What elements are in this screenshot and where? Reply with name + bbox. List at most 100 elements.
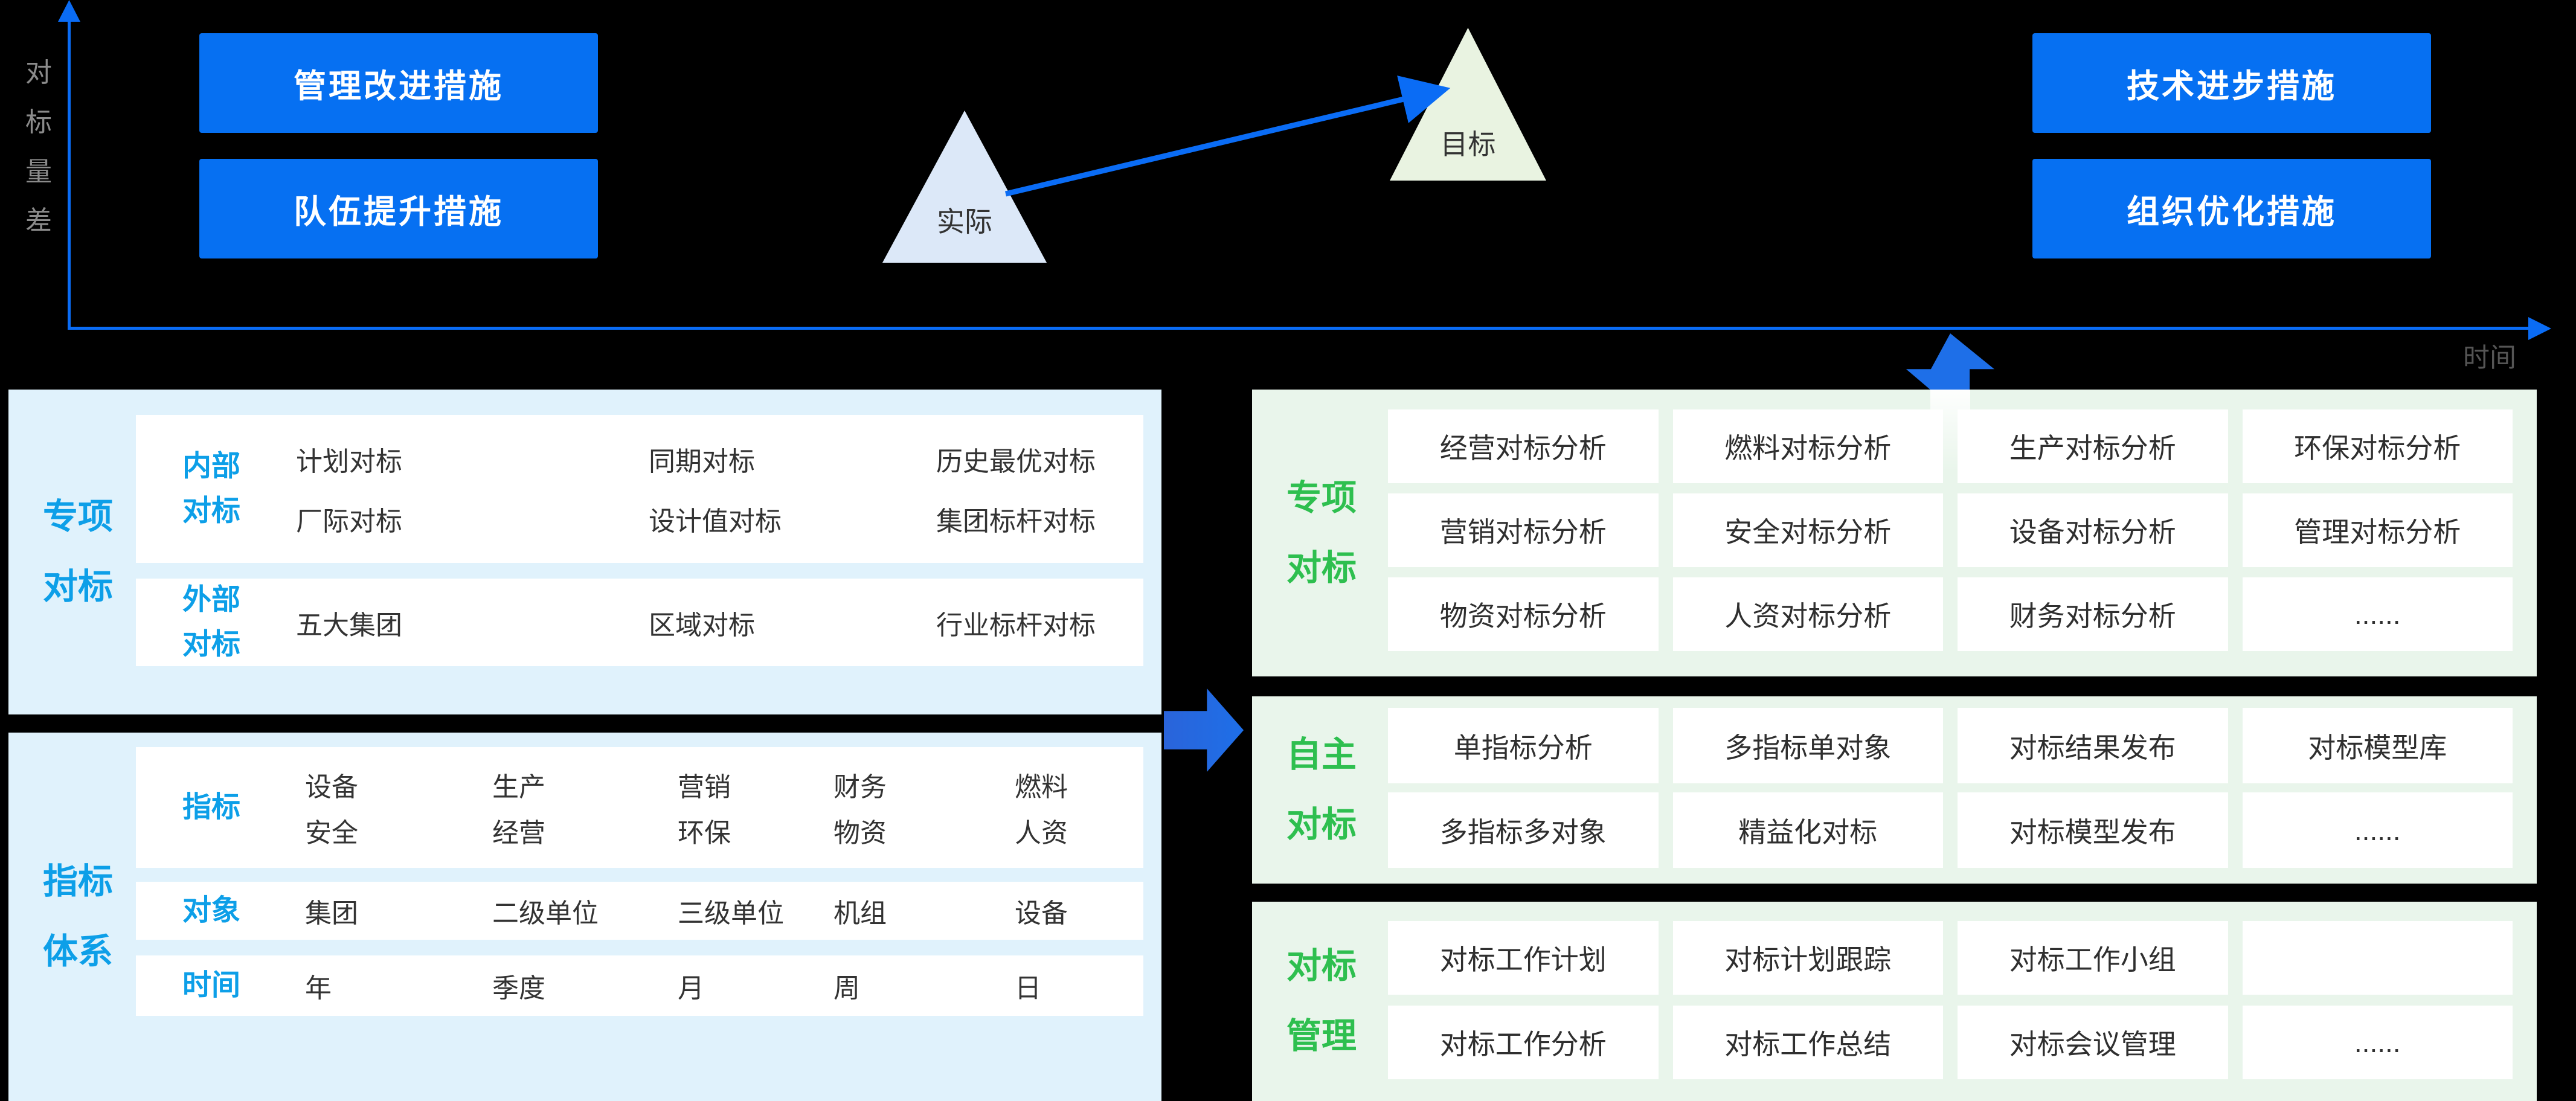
target-label: 目标 — [1440, 129, 1496, 160]
benchmark-cell: 对标工作小组 — [1958, 921, 2228, 995]
list-item: 燃料 — [1015, 772, 1068, 802]
special-benchmark-panel: 专项 对标 内部 对标 计划对标 同期对标 历史最优对标 厂际对标 设计值对标 … — [8, 390, 1161, 714]
benchmark-cell: 对标模型库 — [2242, 708, 2513, 783]
benchmark-cell: 生产对标分析 — [1958, 409, 2228, 483]
list-item: 集团 — [305, 899, 358, 928]
list-item: 三级单位 — [678, 899, 784, 928]
benchmark-cell: 财务对标分析 — [1958, 577, 2228, 651]
self-benchmark-cells: 单指标分析 多指标单对象 对标结果发布 对标模型库 多指标多对象 精益化对标 对… — [1388, 708, 2513, 868]
benchmark-cell: ...... — [2242, 792, 2513, 868]
time-items: 年 季度 月 周 日 — [281, 955, 1131, 1016]
up-arrow-icon — [1906, 333, 1994, 390]
indicator-row: 指标 设备 生产 营销 财务 燃料 安全 经营 环保 物资 人资 — [136, 747, 1143, 868]
benchmark-management-cells: 对标工作计划 对标计划跟踪 对标工作小组 对标工作分析 对标工作总结 对标会议管… — [1388, 921, 2513, 1079]
indicator-system-panel-label: 指标 体系 — [24, 847, 132, 987]
object-row: 对象 集团 二级单位 三级单位 机组 设备 — [136, 882, 1143, 940]
list-item: 二级单位 — [492, 899, 599, 928]
benchmark-cell: 多指标单对象 — [1672, 708, 1943, 783]
list-item: 集团标杆对标 — [936, 506, 1096, 536]
list-item: 月 — [678, 974, 704, 1003]
list-item: 行业标杆对标 — [936, 610, 1096, 640]
benchmark-cell: 安全对标分析 — [1672, 493, 1943, 567]
y-axis-arrowhead-icon — [58, 0, 80, 22]
x-axis-label: 时间 — [2463, 343, 2516, 373]
list-item: 环保 — [678, 818, 731, 848]
benchmark-cell: 单指标分析 — [1388, 708, 1659, 783]
internal-benchmark-label: 内部 对标 — [160, 444, 263, 534]
benchmark-cell: 对标工作分析 — [1388, 1006, 1659, 1079]
panel-label-line: 体系 — [42, 932, 113, 971]
list-item: 设计值对标 — [649, 506, 782, 536]
benchmark-cell: 对标计划跟踪 — [1672, 921, 1943, 995]
benchmark-management-panel-label: 对标 管理 — [1267, 931, 1376, 1071]
panel-label-line: 对标 — [42, 567, 113, 606]
special-benchmark-panel-label: 专项 对标 — [24, 482, 132, 622]
benchmark-cell: 营销对标分析 — [1388, 493, 1659, 567]
row-label-line: 对标 — [182, 628, 240, 661]
object-items: 集团 二级单位 三级单位 机组 设备 — [281, 882, 1131, 940]
list-item: 人资 — [1015, 818, 1068, 848]
up-arrow-glow — [1930, 390, 1970, 471]
benchmark-cell: 对标模型发布 — [1958, 792, 2228, 868]
list-item: 物资 — [834, 818, 887, 848]
management-improvement-box: 管理改进措施 — [199, 33, 598, 133]
self-benchmark-panel-label: 自主 对标 — [1267, 720, 1376, 860]
list-item: 经营 — [492, 818, 545, 848]
panel-label-line: 对标 — [1286, 805, 1357, 844]
panel-label-line: 指标 — [42, 862, 113, 901]
technical-progress-box: 技术进步措施 — [2032, 33, 2431, 133]
panel-label-line: 管理 — [1286, 1016, 1357, 1056]
benchmark-cell: ...... — [2242, 577, 2513, 651]
right-arrow-icon — [1164, 689, 1244, 772]
benchmark-cell: 多指标多对象 — [1388, 792, 1659, 868]
benchmark-cell: 人资对标分析 — [1672, 577, 1943, 651]
benchmark-cell: 精益化对标 — [1672, 792, 1943, 868]
actual-label: 实际 — [937, 206, 992, 237]
panel-label-line: 对标 — [1286, 548, 1357, 588]
benchmark-cell — [2242, 921, 2513, 995]
list-item: 设备 — [1015, 899, 1068, 928]
panel-label-line: 自主 — [1286, 735, 1357, 774]
row-label-line: 内部 — [182, 450, 240, 483]
external-benchmark-items: 五大集团 区域对标 行业标杆对标 — [281, 579, 1131, 666]
object-row-label: 对象 — [182, 894, 240, 926]
list-item: 五大集团 — [296, 610, 402, 640]
internal-benchmark-items: 计划对标 同期对标 历史最优对标 厂际对标 设计值对标 集团标杆对标 — [281, 415, 1131, 563]
benchmark-cell: 燃料对标分析 — [1672, 409, 1943, 483]
list-item: 同期对标 — [649, 447, 755, 477]
benchmark-cell: 经营对标分析 — [1388, 409, 1659, 483]
benchmark-cell: 对标工作计划 — [1388, 921, 1659, 995]
indicator-row-label: 指标 — [182, 791, 240, 823]
benchmark-management-panel: 对标 管理 对标工作计划 对标计划跟踪 对标工作小组 对标工作分析 对标工作总结… — [1252, 902, 2537, 1101]
benchmark-cell: ...... — [2242, 1006, 2513, 1079]
benchmark-cell: 对标工作总结 — [1672, 1006, 1943, 1079]
list-item: 财务 — [834, 772, 887, 802]
indicator-items: 设备 生产 营销 财务 燃料 安全 经营 环保 物资 人资 — [281, 747, 1131, 868]
list-item: 日 — [1015, 974, 1041, 1003]
y-axis — [68, 8, 71, 330]
list-item: 区域对标 — [649, 610, 755, 640]
benchmark-cell: 环保对标分析 — [2242, 409, 2513, 483]
external-benchmark-row: 外部 对标 五大集团 区域对标 行业标杆对标 — [136, 579, 1143, 666]
x-axis — [68, 327, 2534, 330]
special-analysis-cells: 经营对标分析 燃料对标分析 生产对标分析 环保对标分析 营销对标分析 安全对标分… — [1388, 409, 2513, 651]
list-item: 周 — [834, 974, 860, 1003]
list-item: 营销 — [678, 772, 731, 802]
special-analysis-panel-label: 专项 对标 — [1267, 463, 1376, 603]
benchmark-cell: 管理对标分析 — [2242, 493, 2513, 567]
team-improvement-box: 队伍提升措施 — [199, 159, 598, 258]
list-item: 机组 — [834, 899, 887, 928]
time-row: 时间 年 季度 月 周 日 — [136, 955, 1143, 1016]
list-item: 年 — [305, 974, 332, 1003]
actual-to-target-arrow-icon — [1004, 75, 1451, 197]
indicator-system-panel: 指标 体系 指标 设备 生产 营销 财务 燃料 安全 经营 环保 物资 人资 对… — [8, 733, 1161, 1101]
row-label-line: 外部 — [182, 583, 240, 616]
row-label-line: 对标 — [182, 495, 240, 527]
panel-label-line: 专项 — [1286, 478, 1357, 518]
benchmark-cell: 设备对标分析 — [1958, 493, 2228, 567]
list-item: 季度 — [492, 974, 545, 1003]
organization-optimization-box: 组织优化措施 — [2032, 159, 2431, 258]
external-benchmark-label: 外部 对标 — [160, 577, 263, 667]
panel-label-line: 对标 — [1286, 946, 1357, 986]
